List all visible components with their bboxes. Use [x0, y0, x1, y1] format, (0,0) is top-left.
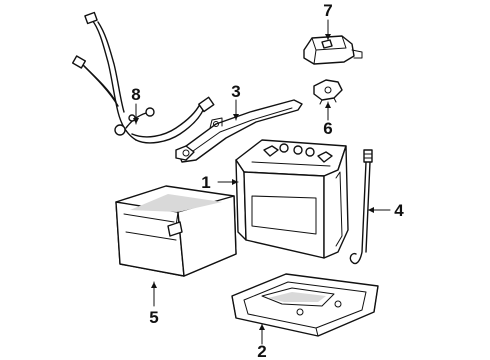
- battery-cable-harness: [71, 11, 215, 144]
- callout-1: 1: [201, 173, 210, 192]
- arrowhead-3: [233, 114, 239, 120]
- battery-insulator: [115, 185, 237, 277]
- battery-tray: [231, 273, 379, 337]
- hold-down-bracket: [175, 99, 303, 163]
- terminal-clamp: [313, 79, 343, 105]
- terminal-cover: [303, 35, 363, 65]
- arrowhead-5: [151, 282, 157, 288]
- arrowhead-4: [368, 207, 374, 213]
- arrowhead-2: [259, 324, 265, 330]
- arrowhead-6: [325, 102, 331, 108]
- arrowhead-1: [232, 179, 238, 185]
- callout-2: 2: [257, 342, 266, 360]
- arrowhead-7: [325, 34, 331, 40]
- callout-8: 8: [131, 85, 140, 104]
- callout-4: 4: [394, 201, 404, 220]
- callout-6: 6: [323, 119, 332, 138]
- callout-5: 5: [149, 308, 158, 327]
- arrowhead-8: [133, 118, 139, 124]
- callout-3: 3: [231, 82, 240, 101]
- callout-7: 7: [323, 1, 332, 20]
- battery: [235, 139, 349, 259]
- leader-lines: [133, 19, 391, 345]
- hold-down-rod: [349, 149, 373, 265]
